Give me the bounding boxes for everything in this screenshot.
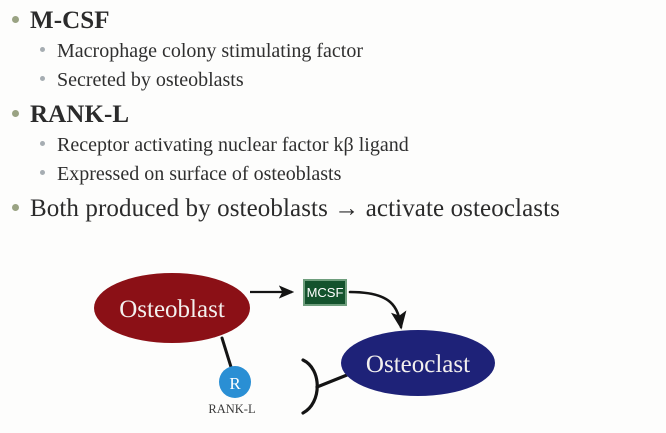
- bullet-text: Secreted by osteoblasts: [57, 69, 244, 91]
- bullet-item-expressed-on-surface: Expressed on surface of osteoblasts: [0, 161, 666, 188]
- osteoclast-receptor-fork-icon: [301, 358, 319, 415]
- bullet-text: Both produced by osteoblasts → activate …: [30, 195, 560, 222]
- bullet-dot-icon: [12, 110, 19, 117]
- bullet-item-both-produced: Both produced by osteoblasts → activate …: [0, 194, 666, 224]
- osteoblast-osteoclast-diagram: Osteoblast Osteoclast MCSF R RANK-L: [0, 255, 666, 433]
- bullet-dot-icon: [12, 16, 19, 23]
- bullet-item-receptor-activating: Receptor activating nuclear factor kβ li…: [0, 132, 666, 159]
- bullet-item-secreted-by-osteoblasts: Secreted by osteoblasts: [0, 67, 666, 94]
- bullet-text: M-CSF: [30, 7, 110, 34]
- receptor-letter-label: R: [229, 374, 241, 393]
- bullet-item-macrophage-colony: Macrophage colony stimulating factor: [0, 38, 666, 65]
- bullet-dot-icon: [40, 141, 45, 146]
- bullet-dot-icon: [12, 204, 19, 211]
- bullet-text: RANK-L: [30, 101, 130, 128]
- bullet-text: Macrophage colony stimulating factor: [57, 40, 364, 62]
- osteoclast-cell: [341, 330, 495, 396]
- osteoblast-cell: [94, 273, 250, 343]
- osteoclast-label: Osteoclast: [366, 351, 470, 378]
- rankl-caption: RANK-L: [208, 402, 255, 416]
- bullet-text: Receptor activating nuclear factor kβ li…: [57, 134, 409, 156]
- rankl-receptor-circle: [219, 366, 251, 398]
- bullet-list: M-CSF Macrophage colony stimulating fact…: [0, 6, 666, 224]
- bullet-item-m-csf: M-CSF: [0, 6, 666, 36]
- osteoblast-label: Osteoblast: [119, 296, 225, 323]
- mcsf-box: [303, 279, 347, 306]
- connector-osteoblast-to-receptor: [220, 336, 233, 369]
- bullet-dot-icon: [40, 170, 45, 175]
- bullet-text: Expressed on surface of osteoblasts: [57, 163, 342, 185]
- bullet-item-rank-l: RANK-L: [0, 100, 666, 130]
- bullet-dot-icon: [40, 47, 45, 52]
- arrow-mcsf-to-osteoclast: [348, 290, 407, 330]
- osteoclast-receptor-stem: [315, 371, 354, 389]
- mcsf-label: MCSF: [307, 285, 344, 300]
- bullet-dot-icon: [40, 76, 45, 81]
